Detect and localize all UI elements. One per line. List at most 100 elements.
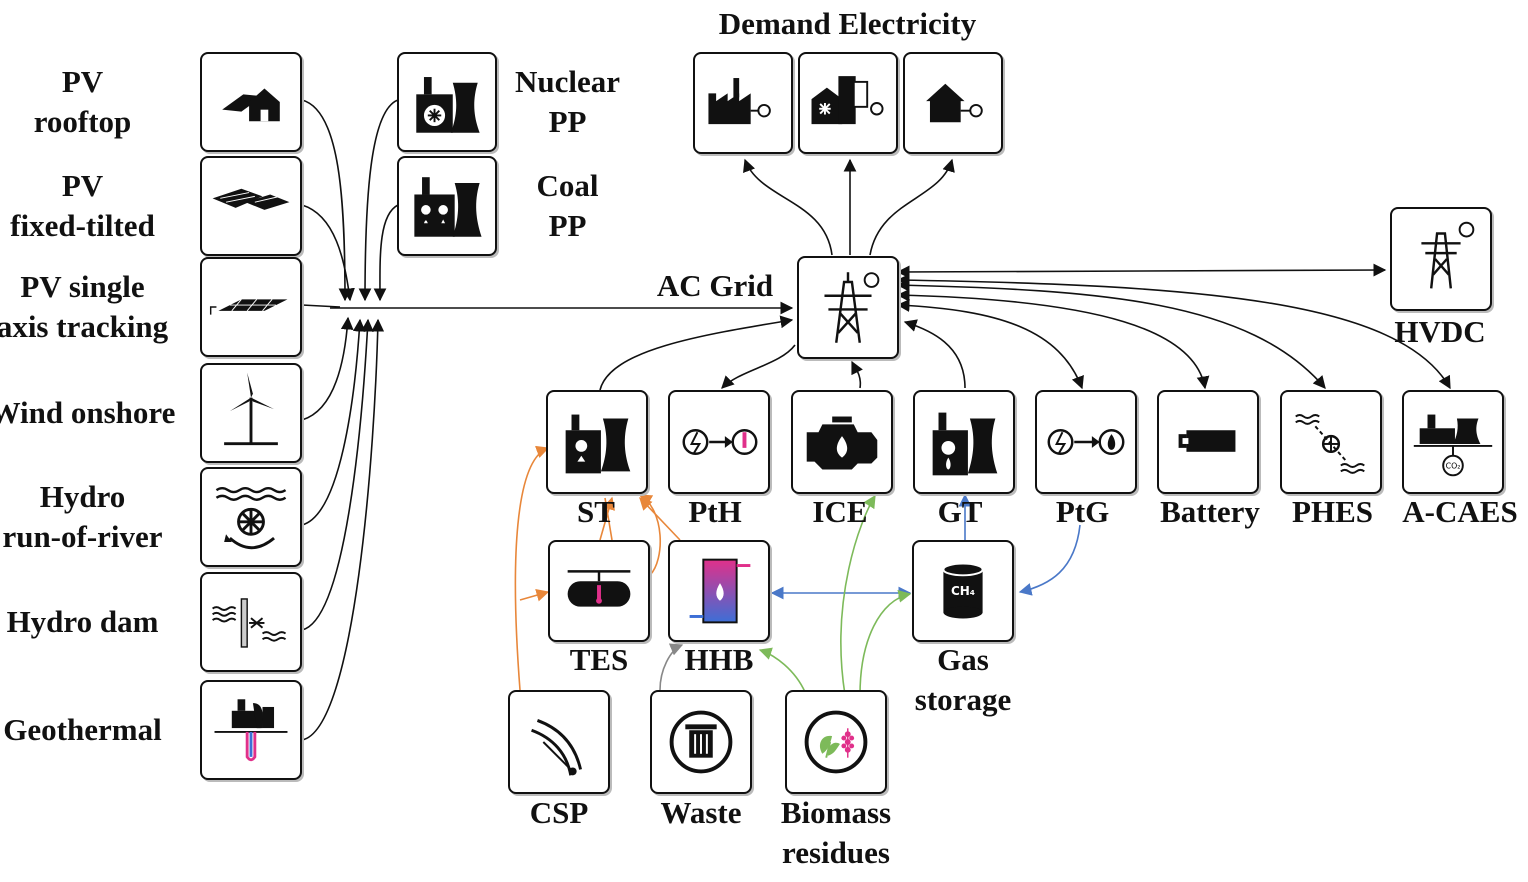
pv-tracking-icon — [209, 299, 288, 315]
component-label-st: ST — [577, 494, 615, 529]
thermal-storage-icon — [567, 570, 631, 607]
fuel-label-biomass-line: residues — [782, 835, 890, 870]
fuel-label-biomass: Biomass residues — [765, 793, 907, 873]
fuel-node-waste — [650, 690, 752, 794]
source-node-pv-fixed — [200, 156, 302, 256]
factory-icon — [708, 78, 771, 125]
component-label-phes: PHES — [1292, 494, 1373, 529]
storage-node-tes — [548, 540, 650, 642]
component-node-acaes: CO₂ — [1402, 390, 1504, 494]
source-label-hydro-ror-line: run-of-river — [2, 519, 163, 554]
demand-node-commercial — [798, 52, 898, 154]
storage-node-hhb — [668, 540, 770, 642]
hydro-run-of-river-icon — [215, 487, 287, 550]
hvdc-tower-icon — [1421, 221, 1475, 289]
component-node-st — [546, 390, 648, 494]
fuel-node-biomass — [785, 690, 887, 794]
geothermal-icon — [214, 699, 288, 762]
plant-label-coal-line: Coal — [536, 168, 599, 203]
source-label-hydro-ror-line: Hydro — [39, 479, 126, 514]
fuel-label-csp-line: CSP — [529, 795, 589, 830]
source-label-pv-fixed: PV fixed-tilted — [0, 166, 180, 246]
demand-node-residential — [903, 52, 1003, 154]
power-to-gas-icon — [1047, 429, 1125, 455]
csp-collector-icon — [531, 719, 582, 776]
source-label-geo: Geothermal — [0, 710, 180, 750]
ac-grid-node — [797, 256, 899, 359]
plant-node-coal — [397, 156, 497, 256]
wind-turbine-icon — [224, 372, 278, 446]
source-label-pv-rooftop-line: PV — [61, 64, 104, 99]
source-label-pv-fixed-line: fixed-tilted — [10, 208, 155, 243]
component-label-ice: ICE — [812, 494, 868, 529]
component-label-gt: GT — [937, 494, 983, 529]
ac-grid-tower-icon — [824, 272, 880, 343]
engine-icon — [806, 416, 878, 470]
commercial-building-icon — [811, 76, 884, 125]
source-label-geo-line: Geothermal — [3, 712, 162, 747]
component-node-phes — [1280, 390, 1382, 494]
source-label-hydro-dam: Hydro dam — [0, 602, 180, 642]
source-node-geo — [200, 680, 302, 780]
ac-grid-label: AC Grid — [656, 268, 774, 303]
pv-rooftop-icon — [222, 88, 280, 122]
storage-label-tes-line: TES — [569, 642, 629, 677]
component-label-ptg: PtG — [1055, 494, 1110, 529]
component-node-pth — [668, 390, 770, 494]
fuel-label-biomass-line: Biomass — [780, 795, 892, 830]
storage-label-hhb: HHB — [653, 640, 785, 680]
source-label-wind-line: Wind onshore — [0, 395, 176, 430]
storage-label-gas: Gas storage — [897, 640, 1029, 720]
pumped-hydro-icon — [1295, 414, 1365, 474]
component-label-acaes: A-CAES — [1402, 494, 1518, 529]
gas-tank-label: CH₄ — [950, 584, 976, 598]
storage-label-hhb-line: HHB — [684, 642, 754, 677]
source-node-wind — [200, 363, 302, 463]
component-node-gt — [913, 390, 1015, 494]
storage-label-gas-line: Gas — [937, 642, 989, 677]
source-label-pv-rooftop-line: rooftop — [33, 104, 132, 139]
source-node-pv-rooftop — [200, 52, 302, 152]
component-node-ptg — [1035, 390, 1137, 494]
trash-bin-icon — [669, 710, 733, 774]
pv-fixed-tilted-icon — [212, 188, 290, 210]
source-label-wind: Wind onshore — [0, 393, 180, 433]
component-node-ice — [791, 390, 893, 494]
plant-label-nuclear-line: Nuclear — [514, 64, 621, 99]
house-icon — [926, 83, 983, 123]
hybrid-heat-boiler-icon — [689, 558, 751, 624]
demand-node-industry — [693, 52, 793, 154]
power-to-heat-icon — [682, 429, 758, 455]
fuel-label-csp: CSP — [488, 793, 630, 833]
fuel-label-waste: Waste — [630, 793, 772, 833]
plant-node-nuclear — [397, 52, 497, 152]
source-label-hydro-dam-line: Hydro dam — [6, 604, 159, 639]
battery-icon — [1178, 430, 1236, 452]
source-label-pv-fixed-line: PV — [61, 168, 104, 203]
source-label-pv-rooftop: PV rooftop — [0, 62, 180, 142]
gas-tank-icon — [942, 562, 984, 619]
storage-label-gas-line: storage — [914, 682, 1012, 717]
source-node-hydro-dam — [200, 572, 302, 672]
source-label-hydro-ror: Hydro run-of-river — [0, 477, 180, 557]
storage-node-gas: CH₄ — [912, 540, 1014, 642]
component-label-battery: Battery — [1160, 494, 1260, 529]
source-node-hydro-ror — [200, 467, 302, 567]
biomass-leaf-icon — [804, 710, 868, 774]
hydro-dam-icon — [212, 598, 287, 648]
compressed-air-icon: CO₂ — [1413, 414, 1493, 477]
nuclear-plant-icon — [416, 77, 480, 133]
plant-label-coal-line: PP — [548, 208, 587, 243]
svg-text:CO₂: CO₂ — [1446, 461, 1461, 470]
demand-title: Demand Electricity — [718, 6, 977, 41]
source-node-pv-tracking — [200, 257, 302, 357]
hvdc-node — [1390, 207, 1492, 311]
gas-turbine-icon — [932, 412, 998, 476]
plant-label-nuclear-line: PP — [548, 104, 587, 139]
steam-turbine-icon — [565, 414, 631, 474]
